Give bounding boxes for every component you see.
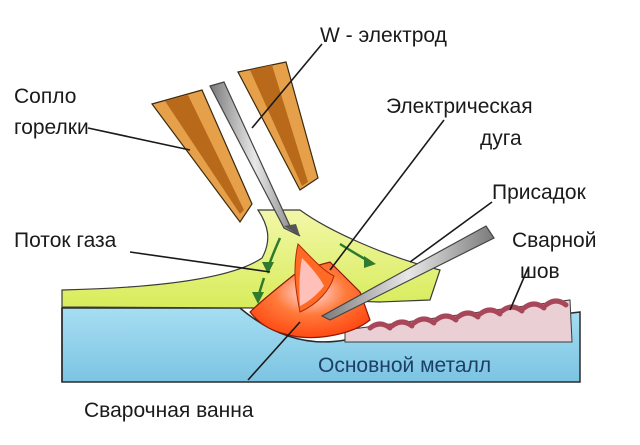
label-nozzle-line1: Сопло — [14, 85, 76, 108]
torch-nozzle — [150, 61, 319, 224]
tungsten-electrode — [209, 81, 301, 237]
leader-lines — [87, 43, 529, 381]
weld-seam — [344, 298, 573, 343]
leader-filler — [409, 201, 493, 263]
label-weld-pool: Сварочная ванна — [84, 399, 254, 422]
label-gas-flow: Поток газа — [14, 229, 117, 252]
label-nozzle-line2: горелки — [14, 116, 89, 139]
leader-pool — [247, 321, 301, 381]
leader-nozzle — [87, 127, 191, 151]
label-seam-line1: Сварной — [512, 229, 596, 252]
electric-arc — [294, 243, 335, 313]
leader-seam — [509, 267, 529, 311]
leader-gas — [129, 251, 271, 273]
base-metal — [61, 307, 581, 383]
gas-flow-arrows — [252, 237, 376, 304]
label-electrode: W - электрод — [320, 24, 447, 47]
label-arc-line2: дуга — [480, 127, 522, 150]
label-base-metal: Основной металл — [318, 354, 491, 377]
label-arc-line1: Электрическая — [386, 95, 533, 118]
filler-rod — [320, 225, 495, 321]
label-filler: Присадок — [492, 181, 587, 204]
label-seam-line2: шов — [520, 260, 560, 283]
leader-electrode — [251, 43, 323, 129]
leader-arc — [329, 119, 445, 271]
